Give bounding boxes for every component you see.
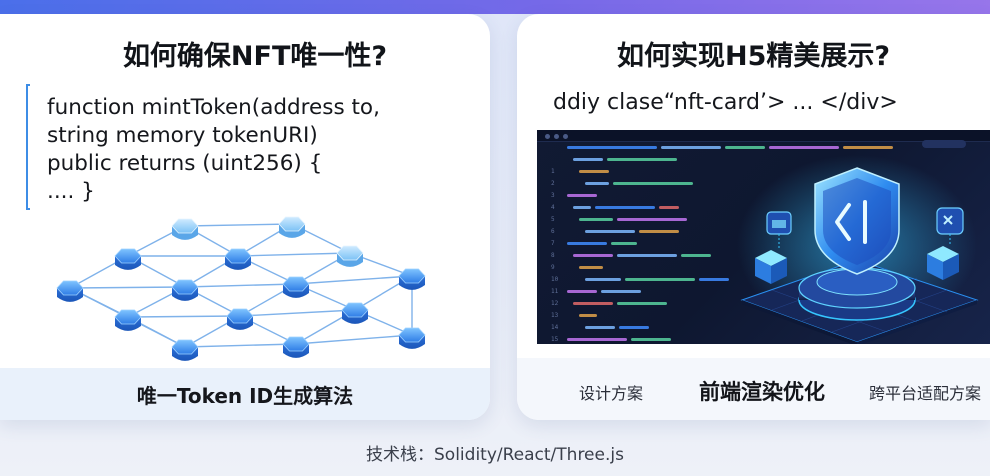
editor-line-number: 4 (551, 204, 555, 211)
editor-line-number: 15 (551, 336, 559, 343)
editor-code-token (681, 254, 711, 257)
network-node (336, 245, 364, 267)
editor-code-token (585, 278, 621, 281)
editor-line-number: 11 (551, 288, 559, 295)
network-node (226, 308, 254, 330)
footer-label-crossplatform: 跨平台适配方案 (869, 384, 982, 403)
network-node (398, 327, 426, 349)
network-node (171, 279, 199, 301)
editor-code-token (567, 194, 597, 197)
editor-code-token (567, 146, 657, 149)
network-node (114, 248, 142, 270)
network-node (282, 276, 310, 298)
editor-code-token (631, 338, 671, 341)
footer-label-rendering: 前端渲染优化 (699, 380, 825, 404)
network-node (171, 339, 199, 361)
network-node (56, 280, 84, 302)
editor-code-token (617, 218, 687, 221)
editor-code-token (585, 326, 615, 329)
editor-line-number: 13 (551, 312, 559, 319)
editor-code-token (639, 230, 679, 233)
code-line: string memory tokenURI) (47, 123, 318, 148)
editor-code-token (579, 314, 597, 317)
bracket-icon (26, 84, 30, 210)
editor-code-token (611, 242, 637, 245)
editor-code-token (659, 206, 679, 209)
editor-code-token (573, 254, 613, 257)
editor-code-token (573, 206, 591, 209)
editor-code-token (699, 278, 729, 281)
html-code-snippet: ddiy clase“nft-card’> ... </div> (553, 90, 898, 115)
editor-code-token (585, 230, 635, 233)
network-node (224, 248, 252, 270)
editor-line-number: 6 (551, 228, 555, 235)
network-node (278, 216, 306, 238)
top-gradient-bar (0, 0, 990, 14)
editor-code-token (579, 266, 603, 269)
editor-line-number: 14 (551, 324, 559, 331)
solidity-code: function mintToken(address to, string me… (47, 94, 380, 206)
editor-code-token (601, 290, 641, 293)
editor-code-token (725, 146, 765, 149)
network-node (282, 336, 310, 358)
network-node (171, 218, 199, 240)
network-node (341, 302, 369, 324)
editor-code-token (567, 338, 627, 341)
network-node (398, 268, 426, 290)
network-node (114, 309, 142, 331)
editor-line-number: 9 (551, 264, 555, 271)
editor-code-token (567, 242, 607, 245)
network-graph-icon (56, 216, 426, 361)
editor-line-number: 12 (551, 300, 559, 307)
editor-code-token (567, 290, 597, 293)
editor-code-token (585, 182, 609, 185)
card-footer: 唯一Token ID生成算法 (0, 368, 490, 420)
editor-status-tag (922, 140, 966, 148)
editor-line-number: 2 (551, 180, 555, 187)
editor-code-token (769, 146, 839, 149)
shield-token-icon (737, 155, 979, 344)
editor-code-token (579, 218, 613, 221)
card-footer: 设计方案 前端渲染优化 跨平台适配方案 (517, 358, 990, 420)
editor-line-number: 3 (551, 192, 555, 199)
editor-code-token (661, 146, 721, 149)
card-title: 如何确保NFT唯一性? (122, 41, 388, 72)
editor-code-token (625, 278, 695, 281)
editor-code-token (617, 302, 667, 305)
editor-line-number: 7 (551, 240, 555, 247)
tech-stack-caption: 技术栈：Solidity/React/Three.js (366, 445, 624, 465)
editor-code-token (613, 182, 693, 185)
editor-line-number: 10 (551, 276, 559, 283)
editor-line-number: 1 (551, 168, 555, 175)
nft-uniqueness-card: 如何确保NFT唯一性? function mintToken(address t… (0, 14, 490, 420)
editor-code-token (573, 302, 613, 305)
editor-code-token (619, 326, 649, 329)
editor-code-token (617, 254, 677, 257)
editor-code-token (595, 206, 655, 209)
h5-display-card: 如何实现H5精美展示? ddiy clase“nft-card’> ... </… (517, 14, 990, 420)
code-line: function mintToken(address to, (47, 95, 380, 120)
editor-titlebar (537, 130, 990, 142)
editor-line-number: 5 (551, 216, 555, 223)
editor-code-token (573, 158, 603, 161)
editor-line-number: 8 (551, 252, 555, 259)
footer-label: 唯一Token ID生成算法 (136, 383, 354, 408)
footer-label-design: 设计方案 (579, 384, 644, 403)
editor-code-token (607, 158, 677, 161)
editor-code-token (579, 170, 609, 173)
code-line: .... } (47, 179, 95, 204)
editor-code-token (843, 146, 893, 149)
card-title: 如何实现H5精美展示? (616, 41, 891, 72)
code-line: public returns (uint256) { (47, 151, 323, 176)
